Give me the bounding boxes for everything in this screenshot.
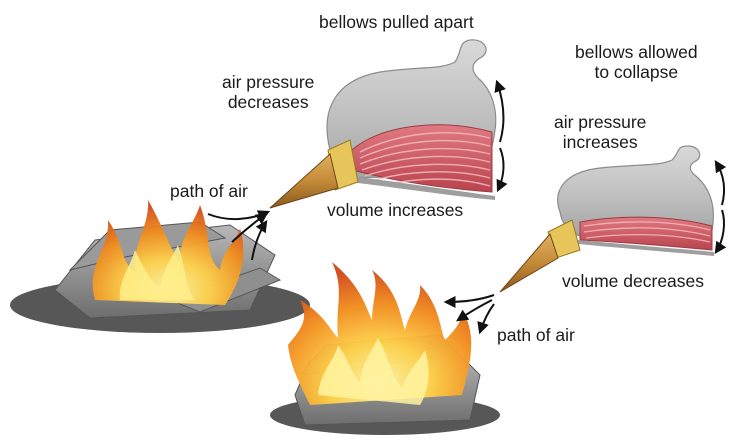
label-bellows-pulled-apart: bellows pulled apart [319,12,474,32]
label-air-pressure-increases-text: air pressure increases [554,112,646,152]
bellows-open-icon [270,40,496,208]
label-path-of-air-top: path of air [170,181,248,201]
large-fire-icon [270,262,500,435]
label-volume-increases: volume increases [327,200,463,220]
label-air-pressure-decreases: air pressure decreases [222,72,314,112]
large-flames [288,262,471,405]
label-air-pressure-increases: air pressure increases [554,112,646,152]
small-fire-icon [10,200,310,333]
arrow-lower-down-icon [716,210,724,252]
label-path-of-air-bottom: path of air [497,325,575,345]
arrow-air-out-1-icon [446,295,494,302]
arrow-upper-up-icon [497,82,503,142]
arrow-air-out-3-icon [480,304,494,332]
label-bellows-allowed-to-collapse-text: bellows allowed to collapse [575,42,698,82]
label-air-pressure-decreases-text: air pressure decreases [222,72,314,112]
arrow-lower-up-icon [716,162,724,205]
label-volume-decreases: volume decreases [562,271,704,291]
label-bellows-allowed-to-collapse: bellows allowed to collapse [575,42,698,82]
arrow-upper-down-icon [498,148,504,190]
